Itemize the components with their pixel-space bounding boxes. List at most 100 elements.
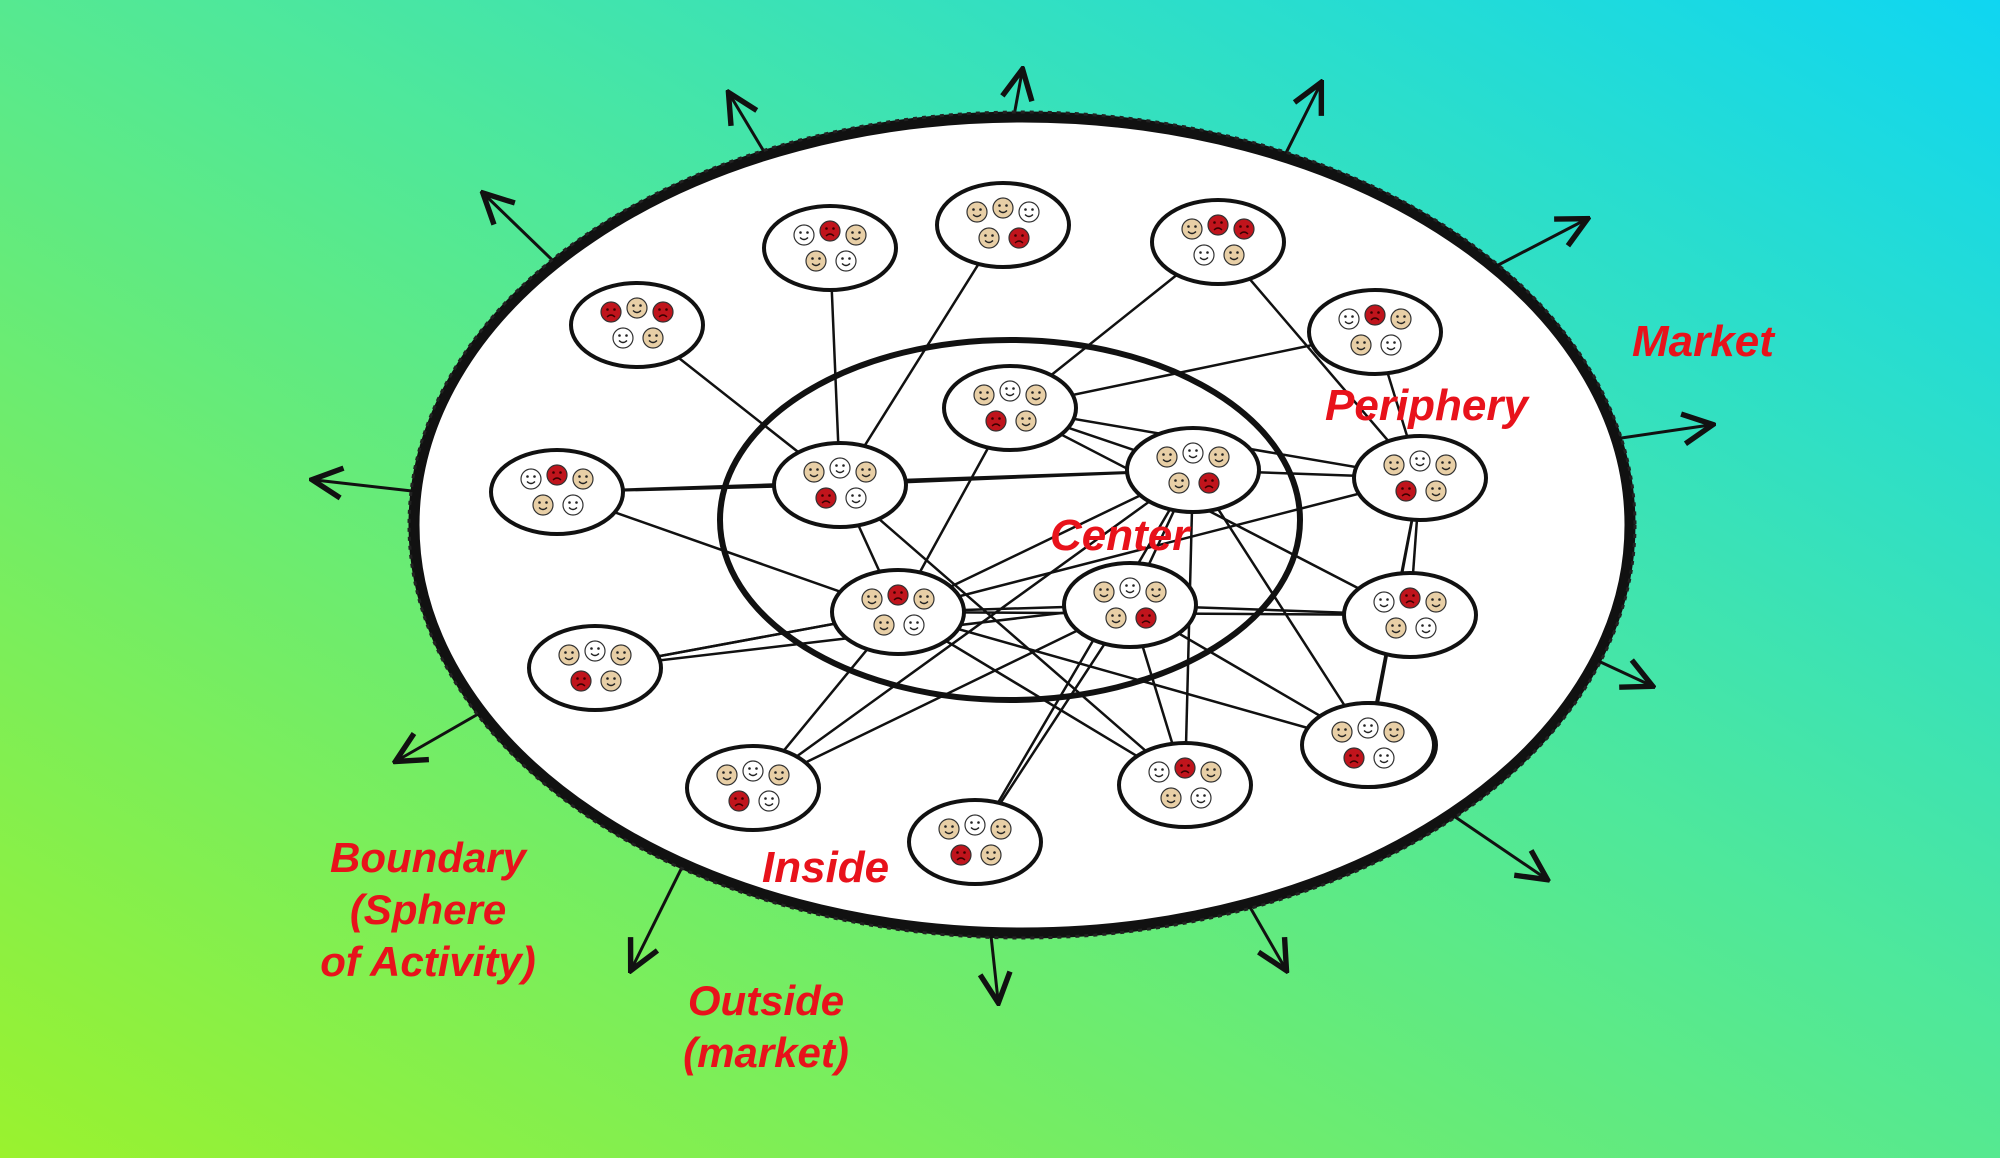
tan-face-icon bbox=[1331, 721, 1353, 743]
red-face-icon bbox=[728, 790, 750, 812]
group-g4 bbox=[569, 281, 705, 369]
red-face-icon bbox=[546, 464, 568, 486]
tan-face-icon bbox=[992, 197, 1014, 219]
tan-face-icon bbox=[1390, 308, 1412, 330]
tan-face-icon bbox=[1145, 581, 1167, 603]
tan-face-icon bbox=[805, 250, 827, 272]
red-face-icon bbox=[1343, 747, 1365, 769]
tan-face-icon bbox=[861, 588, 883, 610]
red-face-icon bbox=[950, 844, 972, 866]
tan-face-icon bbox=[1425, 591, 1447, 613]
tan-face-icon bbox=[1350, 334, 1372, 356]
red-face-icon bbox=[887, 584, 909, 606]
white-face-icon bbox=[1415, 617, 1437, 639]
center-ring bbox=[717, 337, 1303, 703]
group-oval bbox=[1300, 701, 1436, 789]
white-face-icon bbox=[903, 614, 925, 636]
tan-face-icon bbox=[1383, 454, 1405, 476]
group-oval bbox=[1062, 561, 1198, 649]
tan-face-icon bbox=[1105, 607, 1127, 629]
tan-face-icon bbox=[532, 494, 554, 516]
group-g5 bbox=[1307, 288, 1443, 376]
tan-face-icon bbox=[873, 614, 895, 636]
group-g3 bbox=[1150, 198, 1286, 286]
white-face-icon bbox=[584, 640, 606, 662]
tan-face-icon bbox=[1156, 446, 1178, 468]
white-face-icon bbox=[612, 327, 634, 349]
group-g10 bbox=[1352, 434, 1488, 522]
red-face-icon bbox=[600, 301, 622, 323]
red-face-icon bbox=[1008, 227, 1030, 249]
tan-face-icon bbox=[642, 327, 664, 349]
red-face-icon bbox=[985, 410, 1007, 432]
tan-face-icon bbox=[966, 201, 988, 223]
label-center: Center bbox=[1050, 511, 1192, 560]
group-g14 bbox=[527, 624, 663, 712]
group-oval bbox=[830, 568, 966, 656]
tan-face-icon bbox=[1200, 761, 1222, 783]
red-face-icon bbox=[1399, 587, 1421, 609]
link-line bbox=[897, 476, 1421, 614]
groups-layer bbox=[489, 181, 1488, 886]
group-oval bbox=[1150, 198, 1286, 286]
white-face-icon bbox=[562, 494, 584, 516]
group-g19 bbox=[1300, 701, 1436, 789]
group-g17 bbox=[1117, 741, 1253, 829]
tan-face-icon bbox=[845, 224, 867, 246]
tan-face-icon bbox=[768, 764, 790, 786]
white-face-icon bbox=[1148, 761, 1170, 783]
tan-face-icon bbox=[980, 844, 1002, 866]
link-line bbox=[897, 610, 1369, 747]
group-g6 bbox=[942, 364, 1078, 452]
tan-face-icon bbox=[1093, 581, 1115, 603]
white-face-icon bbox=[1380, 334, 1402, 356]
group-oval bbox=[1307, 288, 1443, 376]
tan-face-icon bbox=[973, 384, 995, 406]
white-face-icon bbox=[1119, 577, 1141, 599]
red-face-icon bbox=[1198, 472, 1220, 494]
tan-face-icon bbox=[913, 588, 935, 610]
group-g9 bbox=[1125, 426, 1261, 514]
red-face-icon bbox=[1233, 218, 1255, 240]
group-g2 bbox=[935, 181, 1071, 269]
tan-face-icon bbox=[572, 468, 594, 490]
group-g8 bbox=[489, 448, 625, 536]
tan-face-icon bbox=[1015, 410, 1037, 432]
white-face-icon bbox=[1409, 450, 1431, 472]
link-line bbox=[838, 224, 1005, 486]
group-g7 bbox=[772, 441, 908, 529]
link-line bbox=[1183, 469, 1195, 786]
tan-face-icon bbox=[1223, 244, 1245, 266]
group-oval bbox=[942, 364, 1078, 452]
white-face-icon bbox=[758, 790, 780, 812]
white-face-icon bbox=[1182, 442, 1204, 464]
boundary-disk-rough-edge bbox=[407, 110, 1637, 940]
group-oval bbox=[685, 744, 821, 832]
white-face-icon bbox=[742, 760, 764, 782]
link-line bbox=[1191, 469, 1372, 746]
label-boundary-line1: Boundary bbox=[330, 834, 529, 881]
white-face-icon bbox=[520, 468, 542, 490]
tan-face-icon bbox=[1385, 617, 1407, 639]
white-face-icon bbox=[1357, 717, 1379, 739]
tan-face-icon bbox=[1425, 480, 1447, 502]
white-face-icon bbox=[829, 457, 851, 479]
group-g16 bbox=[685, 744, 821, 832]
label-periphery: Periphery bbox=[1325, 381, 1531, 430]
tan-face-icon bbox=[1160, 787, 1182, 809]
white-face-icon bbox=[1373, 747, 1395, 769]
white-face-icon bbox=[964, 814, 986, 836]
red-face-icon bbox=[1364, 304, 1386, 326]
tan-face-icon bbox=[626, 297, 648, 319]
group-oval bbox=[1125, 426, 1261, 514]
tan-face-icon bbox=[1383, 721, 1405, 743]
white-face-icon bbox=[793, 224, 815, 246]
link-line bbox=[973, 469, 1195, 843]
group-g13 bbox=[1342, 571, 1478, 659]
red-face-icon bbox=[1135, 607, 1157, 629]
white-face-icon bbox=[845, 487, 867, 509]
white-face-icon bbox=[1193, 244, 1215, 266]
white-face-icon bbox=[999, 380, 1021, 402]
link-line bbox=[752, 603, 1131, 790]
tan-face-icon bbox=[1025, 384, 1047, 406]
